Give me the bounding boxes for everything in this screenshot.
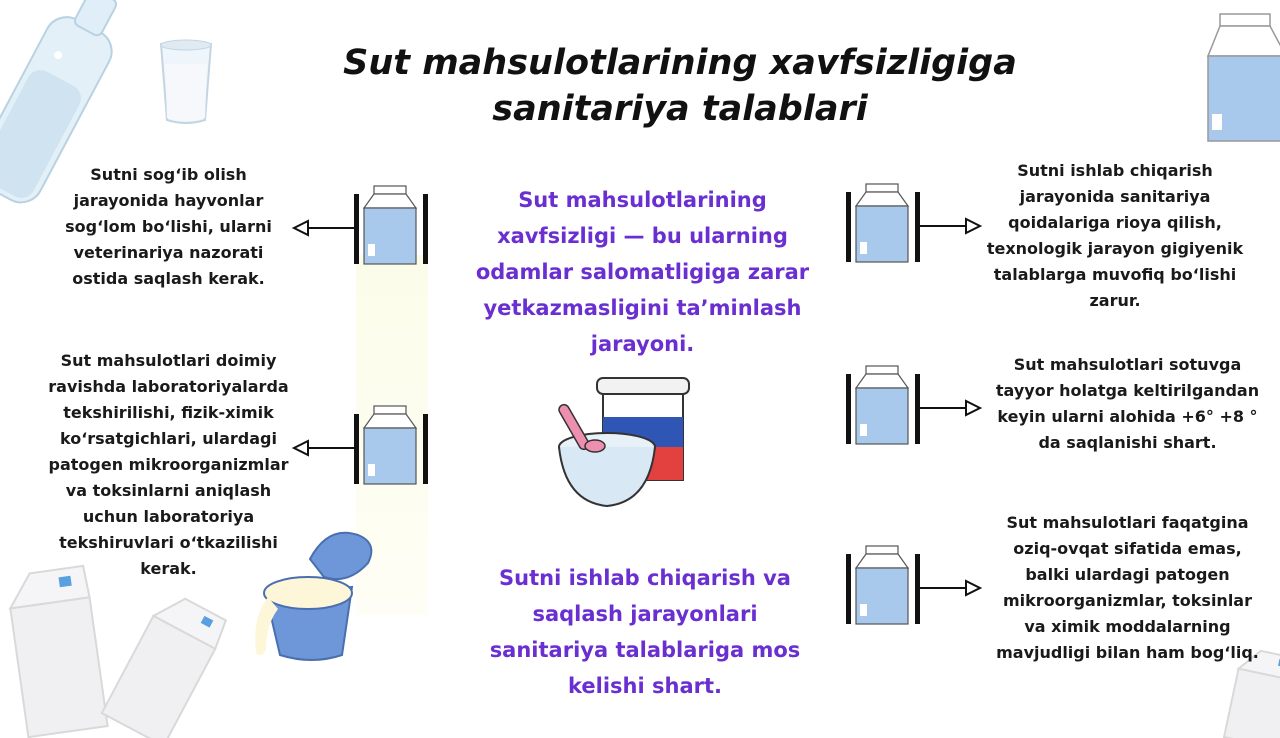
right-node-3 (846, 545, 983, 625)
definition-text: Sut mahsulotlarining xavfsizligi — bu ul… (475, 188, 810, 356)
milk-carton-icon (846, 183, 920, 263)
milk-cartons-decoration (8, 564, 228, 738)
milk-carton-icon (354, 185, 428, 265)
right-note-1: Sutni ishlab chiqarish jarayonida sanita… (986, 161, 1244, 310)
left-note-2: Sut mahsulotlari doimiy ravishda laborat… (48, 351, 289, 578)
milk-carton-icon (354, 405, 428, 485)
right-note-3: Sut mahsulotlari faqatgina oziq-ovqat si… (996, 513, 1259, 662)
spilled-milk-icon (255, 531, 373, 661)
right-node-1 (846, 183, 983, 263)
arrow-icon (291, 219, 354, 237)
left-note-1: Sutni sog‘ib olish jarayonida hayvonlar … (65, 165, 272, 288)
page-title: Sut mahsulotlarining xavfsizligiga sanit… (343, 43, 1017, 129)
milk-bottle-icon (0, 0, 118, 204)
arrow-icon (920, 579, 983, 597)
requirement-text: Sutni ishlab chiqarish va saqlash jarayo… (489, 566, 801, 698)
right-note-2: Sut mahsulotlari sotuvga tayyor holatga … (995, 355, 1260, 452)
milk-glass-icon (159, 39, 213, 124)
milk-carton-icon (846, 545, 920, 625)
milk-carton-icon (846, 365, 920, 445)
left-node-1 (291, 185, 428, 265)
yogurt-icon (558, 377, 690, 508)
arrow-icon (920, 217, 983, 235)
left-node-2 (291, 405, 428, 485)
arrow-icon (291, 439, 354, 457)
arrow-icon (920, 399, 983, 417)
right-node-2 (846, 365, 983, 445)
milk-carton-icon (1206, 13, 1280, 142)
